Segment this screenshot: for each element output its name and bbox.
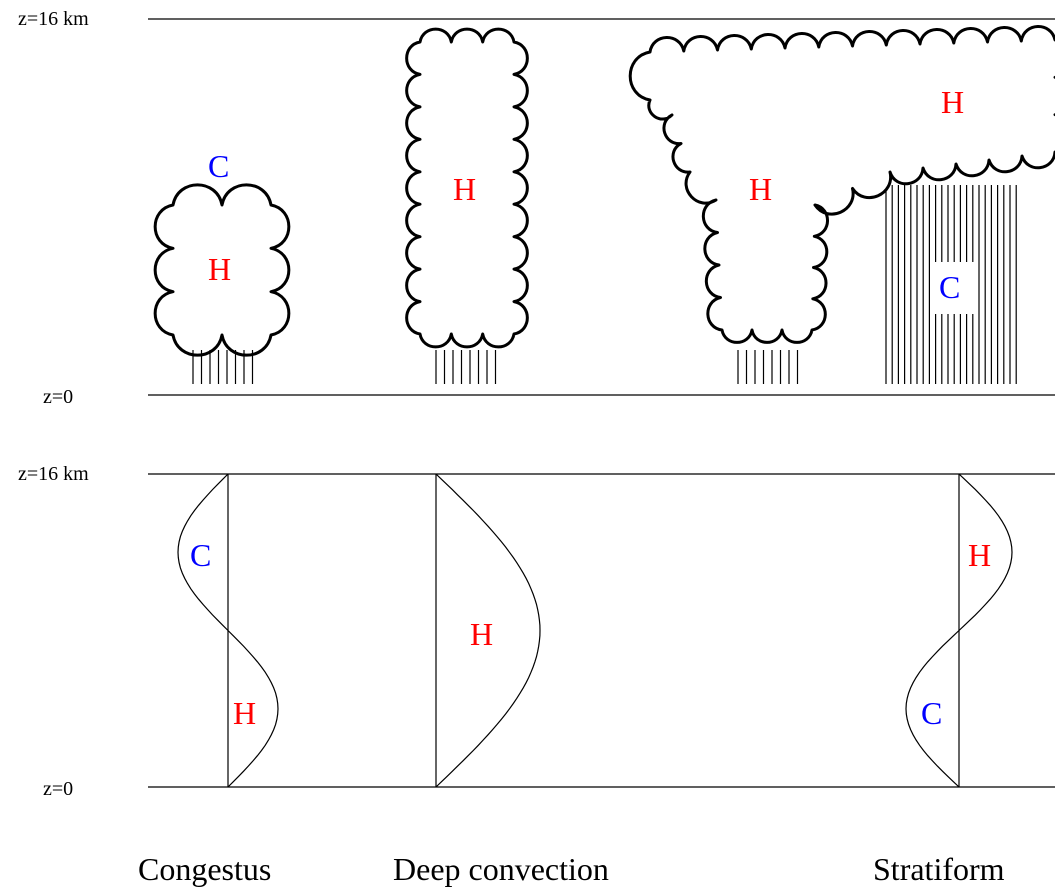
bottom-z0-label: z=0 [43,778,73,800]
congestus-cap-label: C [208,148,229,184]
bottom-panel: z=16 km z=0 C H H H C [18,463,1055,800]
strat-anvil-label: H [941,84,964,120]
stratiform-cloud [628,25,1055,344]
top-z0-label: z=0 [43,386,73,408]
deep-label: H [470,616,493,652]
top-panel: z=16 km z=0 C H H H H C [18,8,1055,408]
deep-cloud-label: H [453,171,476,207]
strat-upper-label: H [968,537,991,573]
deep-heating-profile [435,473,541,788]
bottom-z16-label: z=16 km [18,463,89,485]
stratiform-heating-profile [905,473,1013,788]
strat-rain-label: C [939,269,960,305]
stratiform-tower-rain [737,350,799,384]
congestus-cloud [153,183,291,357]
congestus-cloud-label: H [208,251,231,287]
top-z16-label: z=16 km [18,8,89,30]
deep-convection-cloud [405,27,529,349]
congestus-upper-label: C [190,537,211,573]
column-title-stratiform: Stratiform [873,851,1005,887]
congestus-heating-profile [177,473,279,788]
congestus-lower-label: H [233,695,256,731]
strat-lower-label: C [921,695,942,731]
column-title-deep: Deep convection [393,851,609,887]
column-title-congestus: Congestus [138,851,271,887]
strat-tower-label: H [749,171,772,207]
congestus-rain [192,350,254,384]
stratiform-c-backdrop [930,262,978,314]
deep-convection-rain [435,350,497,384]
